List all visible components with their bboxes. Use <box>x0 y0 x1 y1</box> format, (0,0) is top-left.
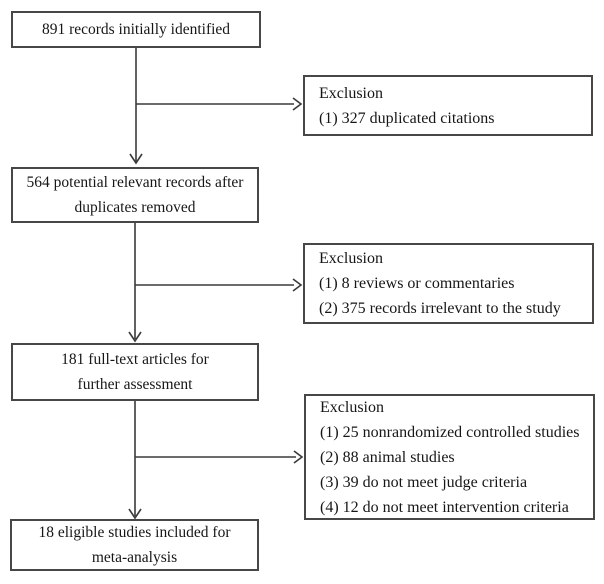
exclusion-3-item-1: (1) 25 nonrandomized controlled studies <box>320 423 580 441</box>
exclusion-3-item-2: (2) 88 animal studies <box>320 448 455 466</box>
arrow-down-identified-to-duplicates <box>129 48 143 165</box>
box-eligible-line-2: meta-analysis <box>91 549 178 566</box>
exclusion-3-item-4: (4) 12 do not meet intervention criteria <box>320 498 569 516</box>
exclusion-2-item-2: (2) 375 records irrelevant to the study <box>319 300 561 317</box>
box-eligible-included: 18 eligible studies included for meta-an… <box>10 519 259 571</box>
exclusion-3-item-3: (3) 39 do not meet judge criteria <box>320 473 528 491</box>
box-records-identified: 891 records initially identified <box>11 11 261 48</box>
arrow-right-to-exclusion-2 <box>135 278 303 292</box>
box-fulltext-line-1: 181 full-text articles for <box>61 351 209 368</box>
exclusion-3-title: Exclusion <box>320 398 384 416</box>
arrow-right-to-exclusion-3 <box>135 450 304 464</box>
arrow-down-duplicates-to-fulltext <box>128 223 142 343</box>
exclusion-1-title: Exclusion <box>319 84 383 102</box>
box-exclusion-1: Exclusion (1) 327 duplicated citations <box>303 75 593 136</box>
box-fulltext-line-2: further assessment <box>77 376 193 393</box>
box-after-duplicates-line-2: duplicates removed <box>74 199 196 216</box>
box-exclusion-2: Exclusion (1) 8 reviews or commentaries … <box>303 243 594 324</box>
exclusion-2-item-1: (1) 8 reviews or commentaries <box>319 275 515 292</box>
exclusion-1-item-1: (1) 327 duplicated citations <box>319 109 495 127</box>
arrow-right-to-exclusion-1 <box>136 97 303 111</box>
box-after-duplicates-line-1: 564 potential relevant records after <box>26 174 244 191</box>
box-fulltext-assessment: 181 full-text articles for further asses… <box>11 343 259 401</box>
box-after-duplicates-removed: 564 potential relevant records after dup… <box>11 167 259 223</box>
arrow-down-fulltext-to-eligible <box>128 401 142 520</box>
exclusion-2-title: Exclusion <box>319 250 383 267</box>
box-records-identified-text: 891 records initially identified <box>41 21 231 38</box>
box-exclusion-3: Exclusion (1) 25 nonrandomized controlle… <box>304 394 595 520</box>
box-eligible-line-1: 18 eligible studies included for <box>38 524 231 541</box>
